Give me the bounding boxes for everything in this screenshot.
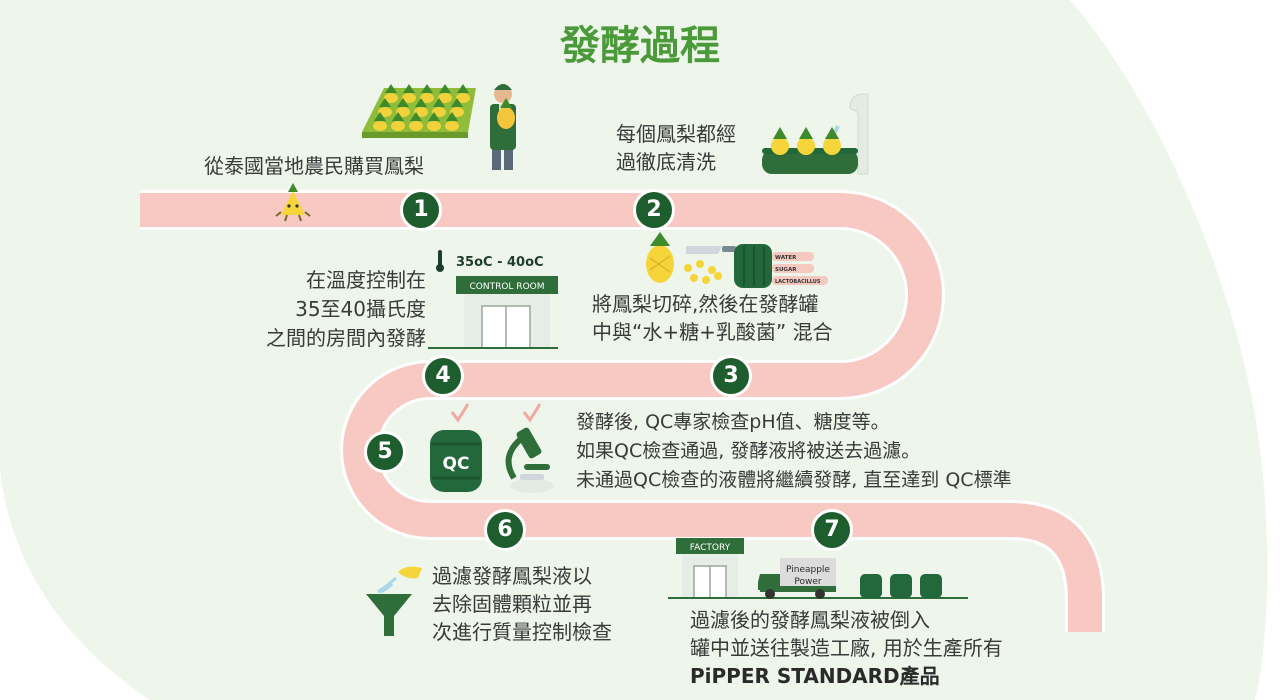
truck-icon [758,558,836,599]
step-6-line-2: 去除固體顆粒並再 [432,592,592,616]
step-6-line-1: 過濾發酵鳳梨液以 [432,564,592,588]
factory-icon [668,538,968,599]
step-5-line-1: 發酵後, QC專家檢查pH值、糖度等。 [576,411,890,433]
step-badge-2: 2 [633,189,675,231]
step-badge-4: 4 [422,355,464,397]
funnel-icon [366,566,422,636]
step-4-line-1: 在溫度控制在 [306,268,426,292]
step-7-line-3: PiPPER STANDARD產品 [690,664,940,688]
temperature-label: 35oC - 40oC [456,255,544,270]
qc-barrel-icon [430,430,482,492]
thermometer-icon [436,250,444,272]
step-7-line-1: 過濾後的發酵鳳梨液被倒入 [690,608,930,632]
step-4-text: 在溫度控制在 35至40攝氏度 之間的房間內發酵 [186,266,426,353]
step-3-text: 將鳳梨切碎,然後在發酵罐 中與“水+糖+乳酸菌” 混合 [592,290,833,346]
control-room-label: CONTROL ROOM [470,282,545,292]
factory-label: FACTORY [690,543,731,553]
check-icon [522,403,542,423]
pineapple-crate-icon [362,84,476,138]
process-path [140,190,1105,632]
step-badge-7: 7 [811,509,853,551]
pineapple-pieces [684,260,722,284]
step-2-line-2: 過徹底清洗 [616,150,716,174]
knife-icon [686,246,736,254]
step-badge-5: 5 [364,431,406,473]
control-room-icon [428,276,558,349]
microscope-icon [505,427,554,493]
step-6-text: 過濾發酵鳳梨液以 去除固體顆粒並再 次進行質量控制檢查 [432,562,612,646]
step-3-line-1: 將鳳梨切碎,然後在發酵罐 [592,292,819,316]
step-5-line-2: 如果QC檢查通過, 發酵液將被送去過濾。 [576,440,921,462]
step-badge-3: 3 [710,355,752,397]
step-1-text: 從泰國當地農民購買鳳梨 [204,152,424,180]
pineapple-icon [646,232,674,283]
pineapple-mascot-icon [275,183,311,222]
truck-label-line1: Pineapple [786,565,830,575]
tank-water-label: WATER [775,255,797,261]
fermentation-tank-icon [734,244,828,288]
check-icon [450,403,470,423]
truck-label-line2: Power [794,577,822,587]
step-2-text: 每個鳳梨都經 過徹底清洗 [616,120,736,176]
step-2-line-1: 每個鳳梨都經 [616,122,736,146]
step-badge-1: 1 [400,189,442,231]
step-3-line-2: 中與“水+糖+乳酸菌” 混合 [592,320,833,344]
step-6-line-3: 次進行質量控制檢查 [432,620,612,644]
step-4-line-3: 之間的房間內發酵 [266,326,426,350]
step-5-text: 發酵後, QC專家檢查pH值、糖度等。 如果QC檢查通過, 發酵液將被送去過濾。… [576,408,1012,495]
tank-icon [860,574,942,598]
step-1-line-1: 從泰國當地農民購買鳳梨 [204,154,424,178]
wash-basin-icon [762,93,869,175]
step-badge-6: 6 [484,509,526,551]
step-4-line-2: 35至40攝氏度 [295,297,426,321]
tank-sugar-label: SUGAR [775,267,797,273]
page-title: 發酵過程 [560,23,720,69]
step-7-line-2: 罐中並送往製造工廠, 用於生產所有 [690,636,1003,660]
tank-bacillus-label: LACTOBACILLUS [775,279,821,285]
step-5-line-3: 未通過QC檢查的液體將繼續發酵, 直至達到 QC標準 [576,469,1012,491]
step-7-text: 過濾後的發酵鳳梨液被倒入 罐中並送往製造工廠, 用於生產所有 PiPPER ST… [690,606,1003,690]
qc-barrel-label: QC [443,454,470,474]
farmer-icon [490,84,516,170]
